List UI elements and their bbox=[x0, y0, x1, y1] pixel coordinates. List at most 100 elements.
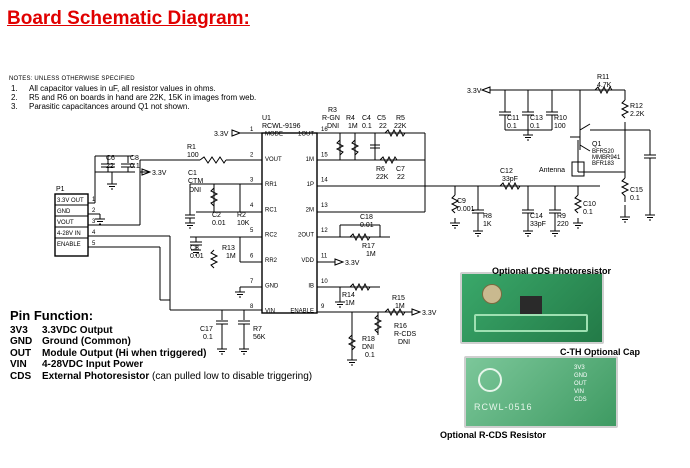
pin-name: VIN bbox=[10, 359, 27, 370]
note-item: 2.R5 and R6 on boards in hand are 22K, 1… bbox=[9, 93, 256, 102]
ic-pin-number: 11 bbox=[321, 254, 328, 260]
label-c1-val: CTM bbox=[188, 178, 203, 185]
label-c9-val: 1K bbox=[483, 221, 492, 228]
notes-block: NOTES: UNLESS OTHERWISE SPECIFIED 1.All … bbox=[9, 75, 256, 111]
label-r2-val: 10K bbox=[237, 220, 250, 227]
power-label-p1: 3.3V bbox=[152, 170, 167, 177]
label-c17-ref: R7 bbox=[253, 326, 262, 333]
pin-desc: Module Output (Hi when triggered) bbox=[42, 347, 207, 359]
ic-pin-name: IB bbox=[308, 283, 314, 289]
callout-cth: C-TH Optional Cap bbox=[560, 347, 640, 357]
pin-function-row: VIN 4-28VDC Input Power bbox=[10, 359, 312, 371]
label-c17-val: 56K bbox=[253, 334, 266, 341]
power-label-mode: 3.3V bbox=[214, 131, 229, 138]
ic-pin-name: RC2 bbox=[265, 233, 278, 239]
ic-pin-name: 1M bbox=[306, 157, 314, 163]
resistors bbox=[209, 85, 630, 351]
photoresistor bbox=[482, 284, 502, 304]
label-r18-val: DNI bbox=[362, 344, 374, 351]
power-label-enable: 3.3V bbox=[422, 310, 437, 317]
label-r1-ref: R1 bbox=[187, 144, 196, 151]
pin-desc: 4-28VDC Input Power bbox=[42, 359, 144, 370]
label-r18-dni: 0.1 bbox=[365, 352, 375, 359]
callout-rcds: Optional R-CDS Resistor bbox=[440, 430, 547, 440]
ic-pin-name: VOUT bbox=[265, 157, 282, 163]
label-r5-ref: R5 bbox=[396, 115, 405, 122]
label-c12-ref: C14 bbox=[530, 213, 543, 220]
connector-pin-name: 3.3V OUT bbox=[57, 198, 84, 204]
connector-pin-number: 3 bbox=[92, 219, 96, 225]
label-r7-ref: C9 bbox=[457, 198, 466, 205]
label-c1-dni: DNI bbox=[189, 187, 201, 194]
ic-pin-name: ENABLE bbox=[290, 309, 314, 315]
label-r14-ref: R14 bbox=[342, 292, 355, 299]
label-c13-val: 100 bbox=[554, 123, 566, 130]
ic-pin-name: 1OUT bbox=[298, 132, 314, 138]
pin-note: (can pulled low to disable triggering) bbox=[149, 370, 313, 382]
board-pin-label: VIN bbox=[574, 389, 585, 395]
label-r13-ref: R13 bbox=[222, 245, 235, 252]
label-c4-ref: C4 bbox=[362, 115, 371, 122]
label-r16-ref: R16 bbox=[394, 323, 407, 330]
ic-pin-number: 3 bbox=[250, 178, 254, 184]
power-label-vdd: 3.3V bbox=[345, 260, 360, 267]
ic-pin-number: 1 bbox=[250, 127, 254, 133]
label-r15-ref: R15 bbox=[392, 295, 405, 302]
ic-pin-number: 10 bbox=[321, 279, 328, 285]
ic-pin-name: 2M bbox=[306, 207, 314, 213]
board-pin-label: 3V3 bbox=[574, 365, 585, 371]
label-c16-ref: C17 bbox=[200, 326, 213, 333]
page-title: Board Schematic Diagram: bbox=[7, 8, 250, 29]
label-r3-dni: DNI bbox=[327, 123, 339, 130]
pin-name: 3V3 bbox=[10, 324, 28, 336]
label-c11-val: 0.1 bbox=[530, 123, 540, 130]
label-r3-ref: R3 bbox=[328, 107, 337, 114]
ic-pin-number: 16 bbox=[321, 127, 328, 133]
label-c7-ref: C7 bbox=[396, 166, 405, 173]
label-c7-val: 22 bbox=[397, 174, 405, 181]
board-logo bbox=[478, 368, 502, 392]
label-r9-ref: C10 bbox=[583, 201, 596, 208]
transistor-q1 bbox=[570, 123, 591, 152]
power-label-rf: 3.3V bbox=[467, 88, 482, 95]
board-photo-bottom: RCWL-0516 3V3 GND OUT VIN CDS bbox=[464, 356, 618, 428]
label-r10-val: 4.7K bbox=[597, 82, 612, 89]
label-c8-val: 0.1 bbox=[130, 163, 140, 170]
note-number: 2. bbox=[11, 93, 18, 102]
note-number: 1. bbox=[11, 84, 18, 93]
label-c13-ref: R10 bbox=[554, 115, 567, 122]
label-q1-part1: BFR520 bbox=[592, 149, 615, 155]
component-labels: C6 22 C8 0.1 R1 100 C1 CTM DNI C2 0.01 R… bbox=[106, 74, 645, 359]
board-photo-top bbox=[460, 272, 604, 344]
label-c2-val: 0.01 bbox=[212, 220, 226, 227]
board-pin-label: OUT bbox=[574, 381, 587, 387]
wires bbox=[88, 89, 656, 355]
notes-header: NOTES: UNLESS OTHERWISE SPECIFIED bbox=[9, 76, 135, 82]
connector-pin-number: 5 bbox=[92, 241, 96, 247]
ic-pin-number: 4 bbox=[250, 203, 254, 209]
label-c4-val: 0.1 bbox=[362, 123, 372, 130]
connector-pin-number: 2 bbox=[92, 208, 96, 214]
ic-pin-number: 6 bbox=[250, 254, 254, 260]
trace-graphic bbox=[474, 314, 588, 332]
connector-pin-number: 1 bbox=[92, 197, 96, 203]
label-c18-ref: C18 bbox=[360, 214, 373, 221]
label-q1-ref: Q1 bbox=[592, 141, 601, 148]
label-r3-val: R-GN bbox=[322, 115, 340, 122]
label-c8-ref: C8 bbox=[130, 155, 139, 162]
label-q1-part2: MMBR941 bbox=[592, 155, 621, 161]
board-pin-label: CDS bbox=[574, 397, 587, 403]
pin-desc: External Photoresistor bbox=[42, 370, 150, 382]
pin-name: CDS bbox=[10, 370, 32, 382]
label-r14-val: 1M bbox=[345, 300, 355, 307]
label-r8-ref: C12 bbox=[500, 168, 513, 175]
ic-pin-name: 1P bbox=[307, 182, 314, 188]
label-r10-ref: R11 bbox=[597, 74, 609, 81]
label-c6-val: 22 bbox=[106, 163, 114, 170]
pin-function-row: CDS External Photoresistor (can pulled lo… bbox=[10, 371, 312, 383]
connector-pin-number: 4 bbox=[92, 230, 96, 236]
